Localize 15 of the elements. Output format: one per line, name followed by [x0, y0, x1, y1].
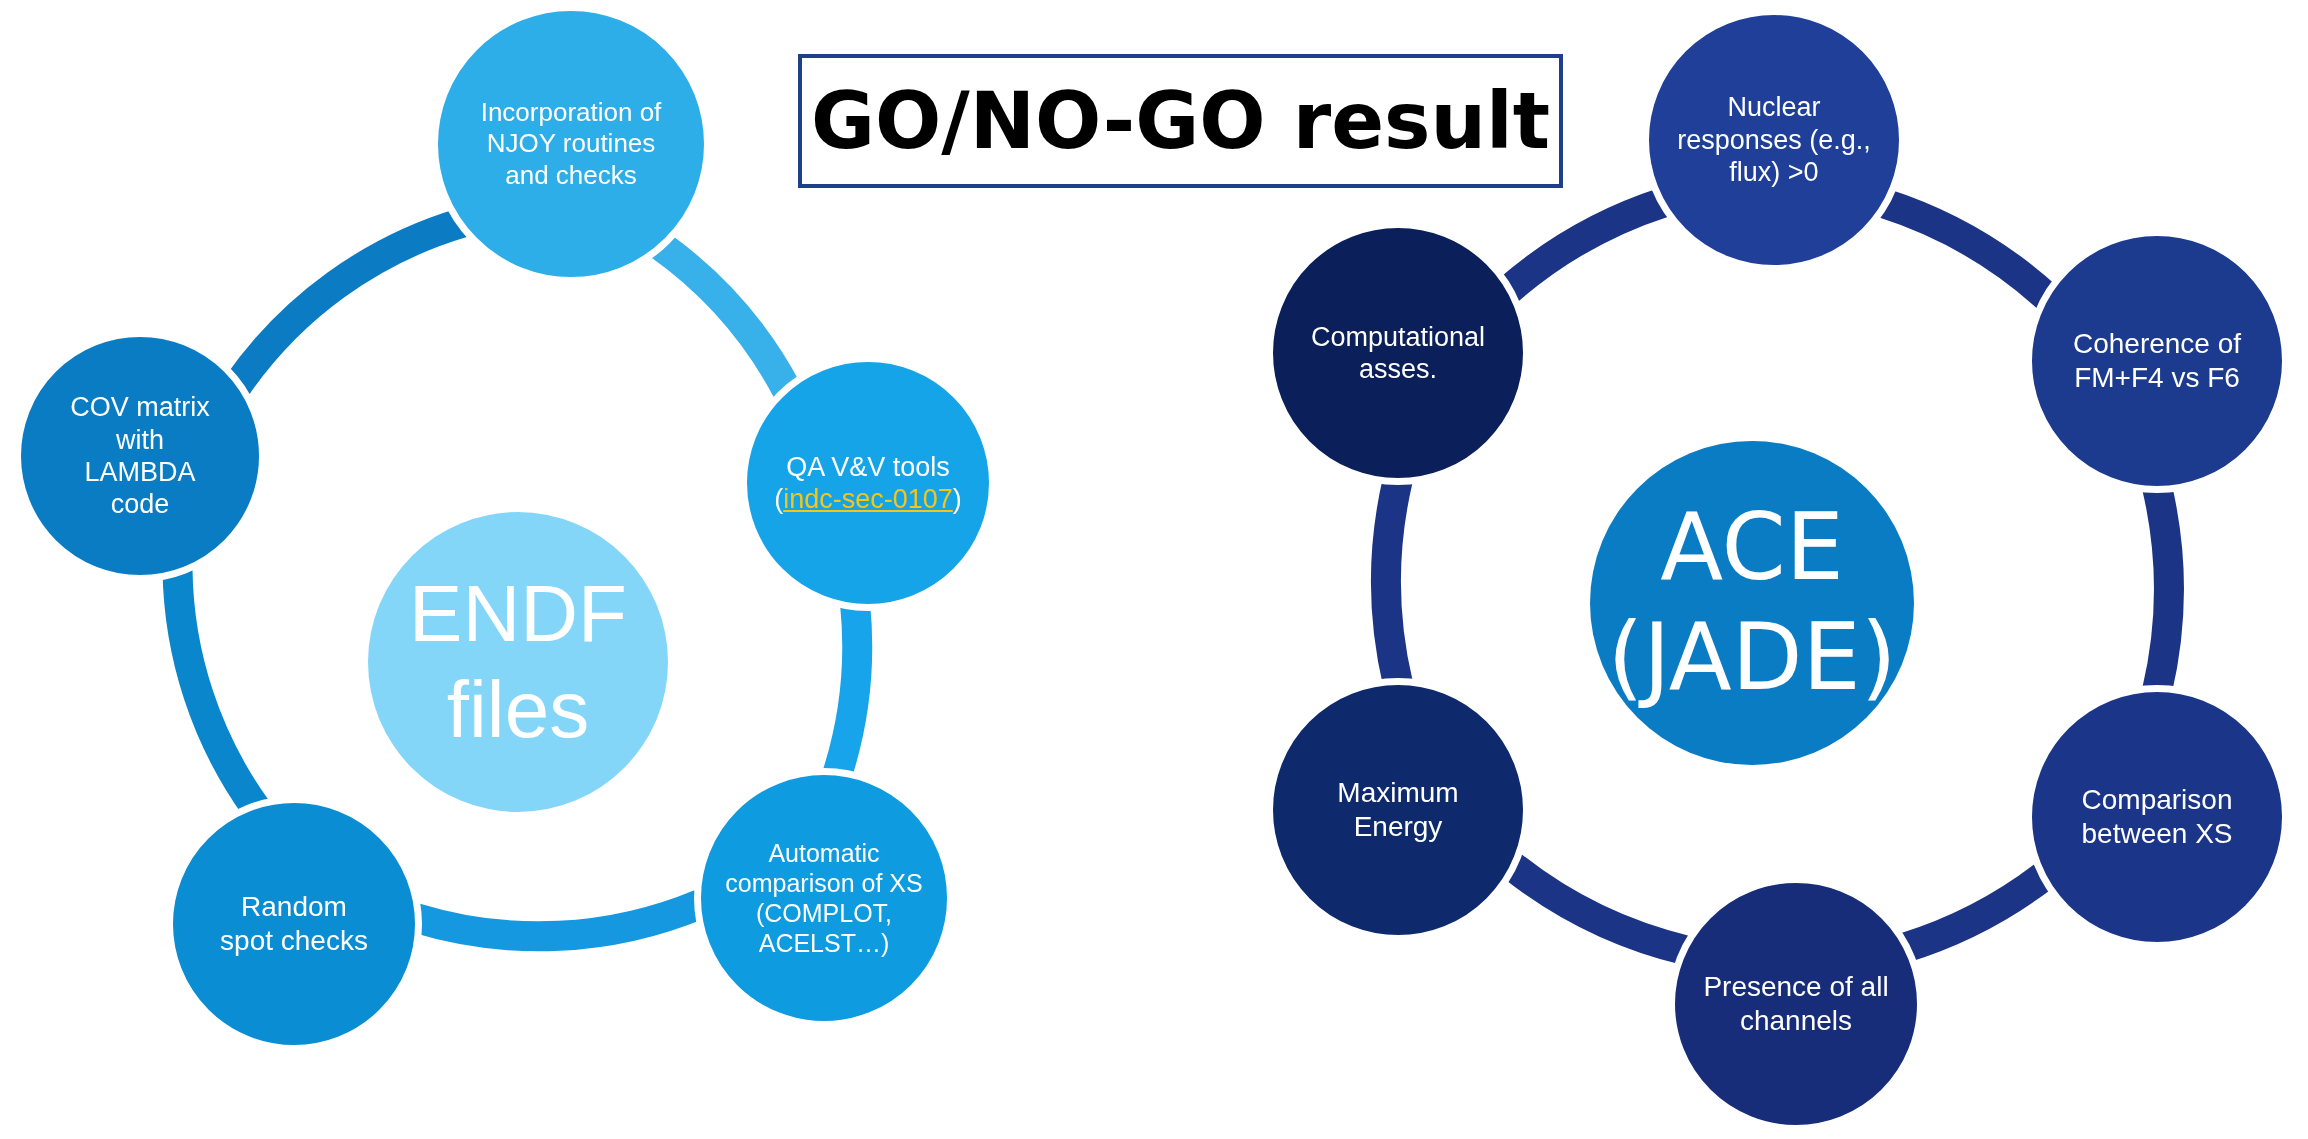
node-text: Automatic comparison of XS (COMPLOT, ACELST…) — [724, 838, 924, 958]
node-text: Presence of all channels — [1702, 970, 1890, 1038]
node-text: Comparison between XS — [2080, 783, 2234, 851]
node-text: ENDF files — [408, 568, 628, 756]
node-text: Random spot checks — [219, 890, 369, 958]
node-text: Computational asses. — [1309, 320, 1487, 386]
node-text: ACE (JADE) — [1606, 492, 1898, 713]
node-text: QA V&V tools (indc-sec-0107) — [773, 450, 963, 516]
node-text: Coherence of FM+F4 vs F6 — [2071, 327, 2243, 395]
node-text: COV matrix with LAMBDA code — [69, 391, 211, 521]
node-text: Incorporation of NJOY routines and checks — [479, 97, 663, 191]
title: GO/NO-GO result — [798, 54, 1563, 188]
node-text: Maximum Energy — [1336, 776, 1460, 844]
node-text: Nuclear responses (e.g., flux) >0 — [1676, 91, 1872, 189]
document-link: indc-sec-0107 — [783, 484, 953, 514]
